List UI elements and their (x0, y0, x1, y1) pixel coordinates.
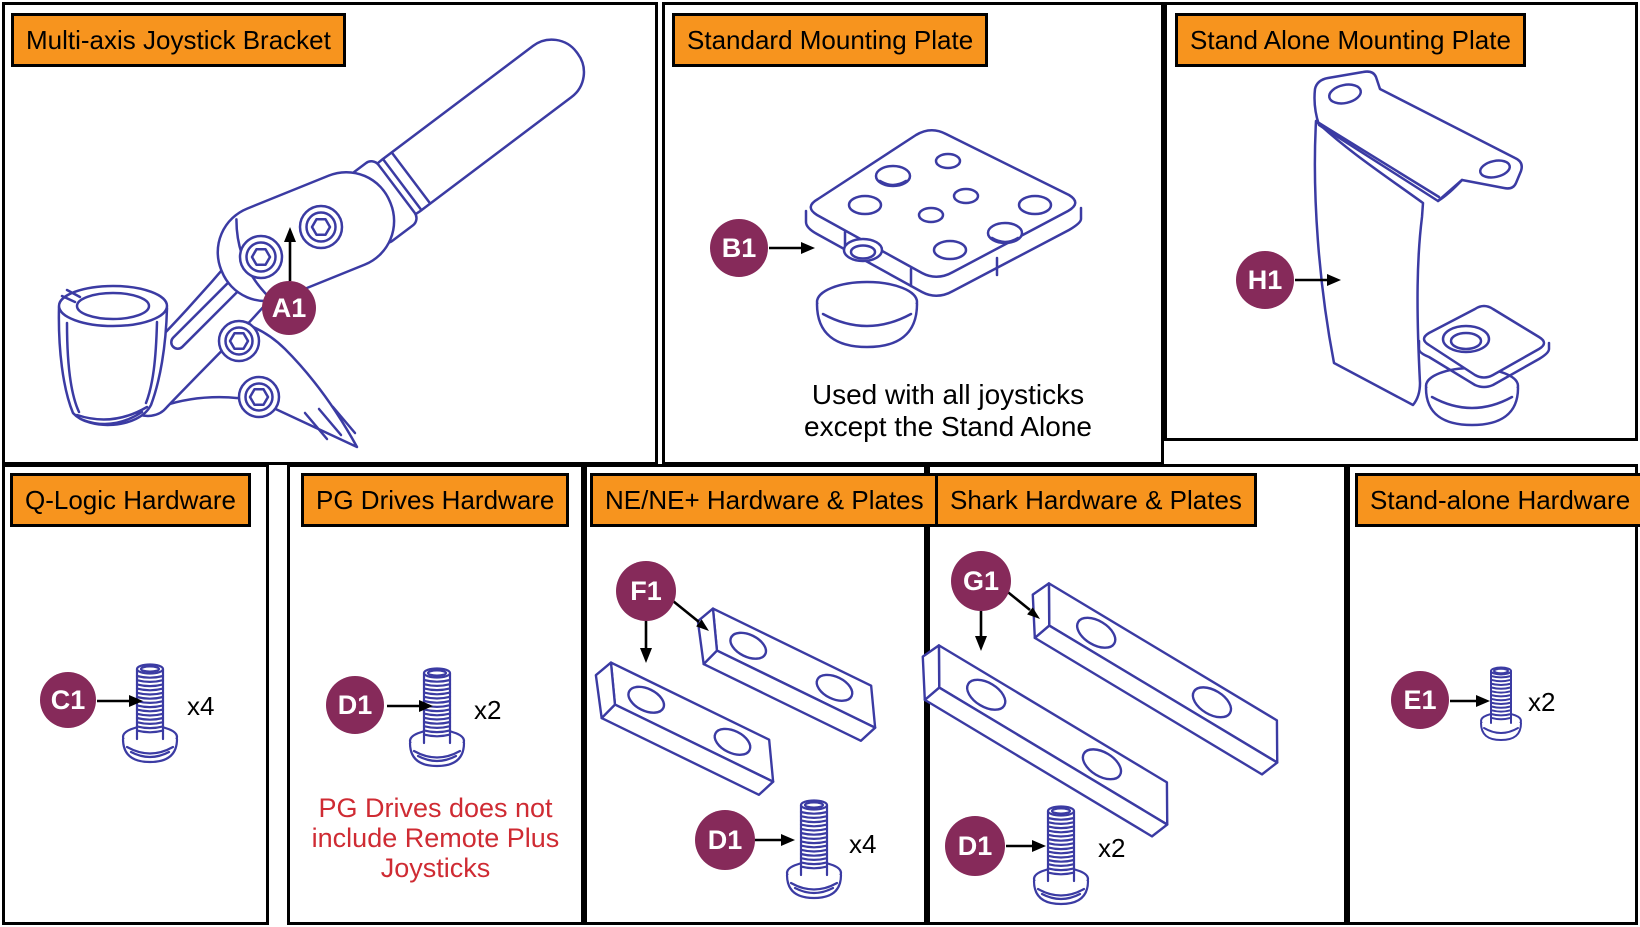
mounting-bar-plate (1003, 571, 1304, 791)
panel-pg-drives-hardware: PG Drives Hardware D1 x2 PG Drives does … (287, 464, 584, 925)
callout-arrow-right (755, 834, 795, 846)
mounting-bar-plate (672, 597, 900, 757)
panel-stand-alone-hardware: Stand-alone Hardware E1 x2 (1347, 464, 1640, 925)
joystick-bracket-drawing (57, 38, 586, 449)
standard-plate-drawing (804, 129, 1083, 349)
panel-title-label: Multi-axis Joystick Bracket (26, 25, 331, 55)
badge-label: A1 (271, 292, 307, 323)
quantity-label: x4 (187, 691, 215, 721)
mounting-bar-plate (893, 633, 1194, 853)
panel-title-label: Stand-alone Hardware (1370, 485, 1631, 515)
callout-badge-a1: A1 (262, 281, 316, 335)
panel-title: Q-Logic Hardware (10, 473, 251, 527)
quantity-label: x2 (1098, 833, 1126, 863)
warning-line3: Joysticks (380, 853, 491, 883)
badge-label: G1 (962, 565, 1000, 596)
warning-line1: PG Drives does not (318, 793, 553, 823)
callout-arrow-right (387, 700, 433, 712)
callout-badge-b1: B1 (710, 219, 768, 277)
panel-title-label: NE/NE+ Hardware & Plates (605, 485, 924, 515)
stand-alone-plate-drawing (1313, 70, 1551, 427)
badge-label: D1 (337, 689, 373, 720)
panel-standard-mounting-plate: Standard Mounting Plate (662, 2, 1164, 465)
callout-badge-f1: F1 (616, 561, 676, 621)
screw-drawing-small (1480, 666, 1522, 741)
panel-ne-hardware-plates: NE/NE+ Hardware & Plates (584, 464, 939, 925)
panel-title: Standard Mounting Plate (672, 13, 989, 67)
usage-note-line1: Used with all joysticks (811, 379, 1085, 410)
panel-shark-hardware-plates: Shark Hardware & Plates (921, 464, 1347, 925)
callout-badge-c1: C1 (40, 672, 96, 728)
quantity-label: x4 (849, 829, 877, 859)
panel-title-label: Shark Hardware & Plates (950, 485, 1242, 515)
panel-title-label: Standard Mounting Plate (687, 25, 974, 55)
callout-badge-d1: D1 (695, 810, 755, 870)
callout-arrow-down (975, 611, 987, 651)
pg-drives-warning-note: PG Drives does not include Remote Plus J… (290, 793, 581, 883)
screw-drawing (785, 799, 843, 900)
panel-stand-alone-mounting-plate: Stand Alone Mounting Plate H1 (1164, 2, 1638, 441)
badge-label: B1 (721, 232, 757, 263)
panel-q-logic-hardware: Q-Logic Hardware C1 x4 (2, 464, 269, 925)
callout-badge-g1: G1 (951, 551, 1011, 611)
callout-arrow-down (640, 621, 652, 663)
badge-label: H1 (1247, 264, 1283, 295)
badge-label: C1 (50, 684, 86, 715)
screw-drawing (1032, 805, 1090, 906)
panel-title: Stand Alone Mounting Plate (1175, 13, 1526, 67)
callout-badge-d1: D1 (326, 676, 384, 734)
panel-title-label: Q-Logic Hardware (25, 485, 236, 515)
callout-badge-h1: H1 (1236, 251, 1294, 309)
callout-arrow-right (769, 242, 815, 254)
usage-note-line2: except the Stand Alone (804, 411, 1092, 442)
panel-title: PG Drives Hardware (301, 473, 570, 527)
screw-drawing (408, 667, 466, 768)
quantity-label: x2 (474, 695, 502, 725)
mounting-bar-plate (570, 651, 798, 811)
callout-arrow-right (1450, 695, 1490, 707)
callout-arrow-up (284, 227, 296, 281)
panel-title: Multi-axis Joystick Bracket (11, 13, 346, 67)
callout-arrow-right (1006, 840, 1046, 852)
badge-label: D1 (957, 830, 993, 861)
badge-label: D1 (707, 824, 743, 855)
badge-label: F1 (630, 575, 662, 606)
warning-line2: include Remote Plus (311, 823, 560, 853)
callout-arrow-right (1295, 274, 1341, 286)
panel-title: Shark Hardware & Plates (935, 473, 1257, 527)
panel-multi-axis-joystick-bracket: Multi-axis Joystick Bracket (2, 2, 658, 465)
callout-arrow-right (97, 695, 143, 707)
callout-arrow-diagonal (672, 599, 709, 631)
callout-badge-e1: E1 (1391, 671, 1449, 729)
usage-note: Used with all joysticks except the Stand… (718, 379, 1178, 443)
callout-badge-d1: D1 (945, 816, 1005, 876)
badge-label: E1 (1403, 684, 1437, 715)
panel-title-label: Stand Alone Mounting Plate (1190, 25, 1511, 55)
screw-drawing (121, 663, 179, 764)
panel-title-label: PG Drives Hardware (316, 485, 555, 515)
quantity-label: x2 (1528, 687, 1556, 717)
panel-title: Stand-alone Hardware (1355, 473, 1640, 527)
panel-title: NE/NE+ Hardware & Plates (590, 473, 939, 527)
